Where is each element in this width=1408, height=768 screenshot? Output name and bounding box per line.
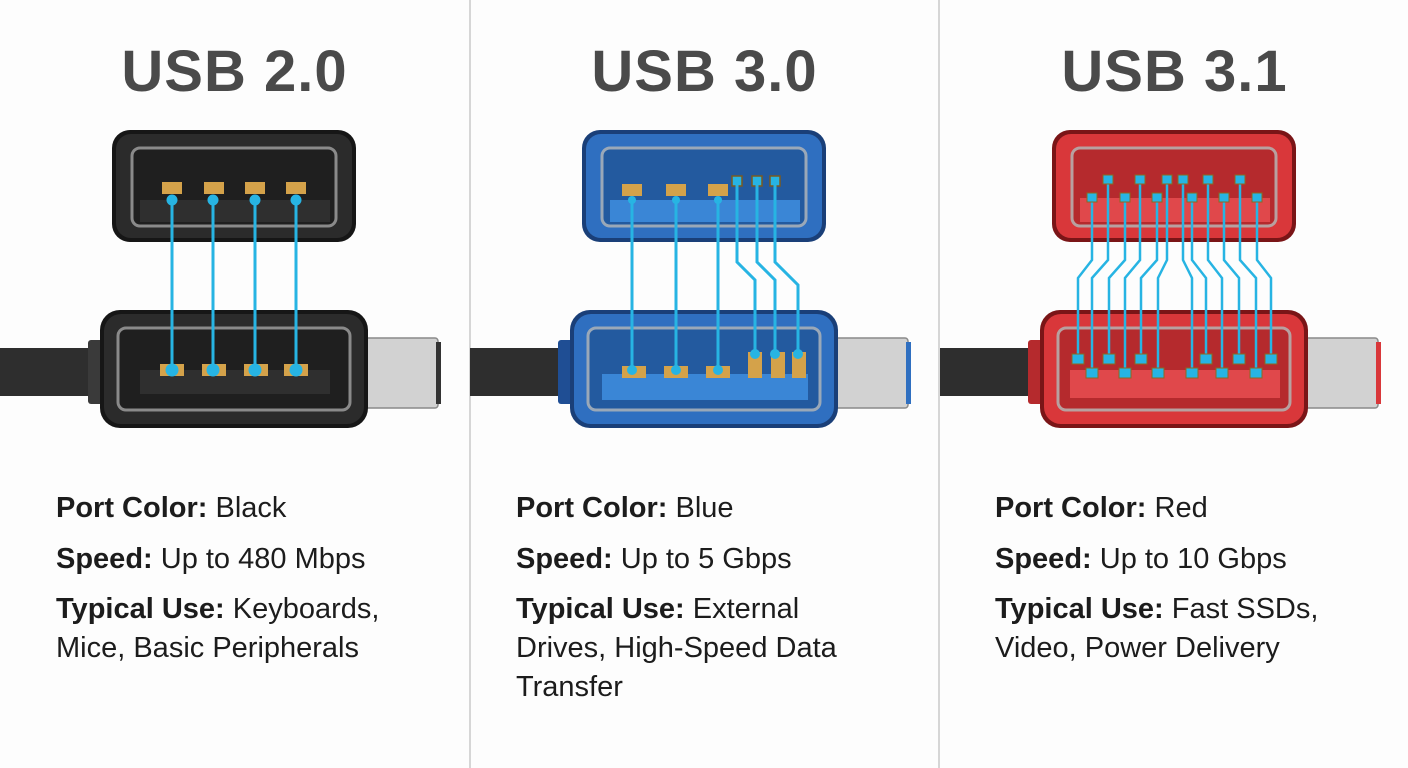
usb-3-0-port-icon	[582, 130, 826, 242]
usb-3-1-title: USB 3.1	[1061, 39, 1288, 104]
port-color-value: Blue	[675, 492, 734, 524]
port-color-label: Port Color:	[516, 492, 668, 524]
usb-3-0-specs: Port Color: Blue Speed: Up to 5 Gbps Typ…	[516, 488, 916, 718]
usb-2-0-plug-icon	[100, 310, 368, 428]
usb-2-0-port-icon	[112, 130, 356, 242]
wire-icon	[165, 194, 303, 377]
wire-icon	[630, 181, 800, 370]
typical-use-value: Keyboards, Mice, Basic Peripherals	[56, 593, 380, 664]
typical-use-value: External Drives, High-Speed Data Transfe…	[516, 593, 837, 703]
usb-3-1-port-icon	[1052, 130, 1296, 242]
typical-use-label: Typical Use:	[56, 593, 225, 625]
usb-3-1-specs: Port Color: Red Speed: Up to 10 Gbps Typ…	[995, 488, 1395, 679]
usb-3-0-column: USB 3.0	[470, 0, 939, 768]
speed-label: Speed:	[56, 543, 153, 575]
wire-icon	[1076, 180, 1273, 372]
usb-3-0-title: USB 3.0	[591, 39, 818, 104]
speed-value: Up to 5 Gbps	[620, 543, 792, 575]
column-divider	[938, 0, 940, 768]
speed-label: Speed:	[995, 543, 1092, 575]
typical-use-label: Typical Use:	[516, 593, 685, 625]
speed-label: Speed:	[516, 543, 613, 575]
speed-value: Up to 480 Mbps	[160, 543, 366, 575]
usb-3-1-column: USB 3.1	[940, 0, 1408, 768]
typical-use-value: Fast SSDs, Video, Power Delivery	[995, 593, 1319, 664]
usb-3-1-plug-icon	[1040, 310, 1308, 428]
port-color-label: Port Color:	[995, 492, 1147, 524]
usb-3-0-plug-icon	[570, 310, 838, 428]
usb-2-0-column: USB 2.0 Port C	[0, 0, 469, 768]
usb-2-0-specs: Port Color: Black Speed: Up to 480 Mbps …	[56, 488, 456, 679]
usb-3-0-connector-diagram	[470, 130, 911, 428]
port-color-label: Port Color:	[56, 492, 208, 524]
port-color-value: Red	[1154, 492, 1208, 524]
usb-2-0-connector-diagram	[0, 130, 441, 428]
typical-use-label: Typical Use:	[995, 593, 1164, 625]
speed-value: Up to 10 Gbps	[1099, 543, 1287, 575]
usb-3-1-connector-diagram	[940, 130, 1381, 428]
port-color-value: Black	[215, 492, 287, 524]
usb-2-0-title: USB 2.0	[121, 39, 348, 104]
